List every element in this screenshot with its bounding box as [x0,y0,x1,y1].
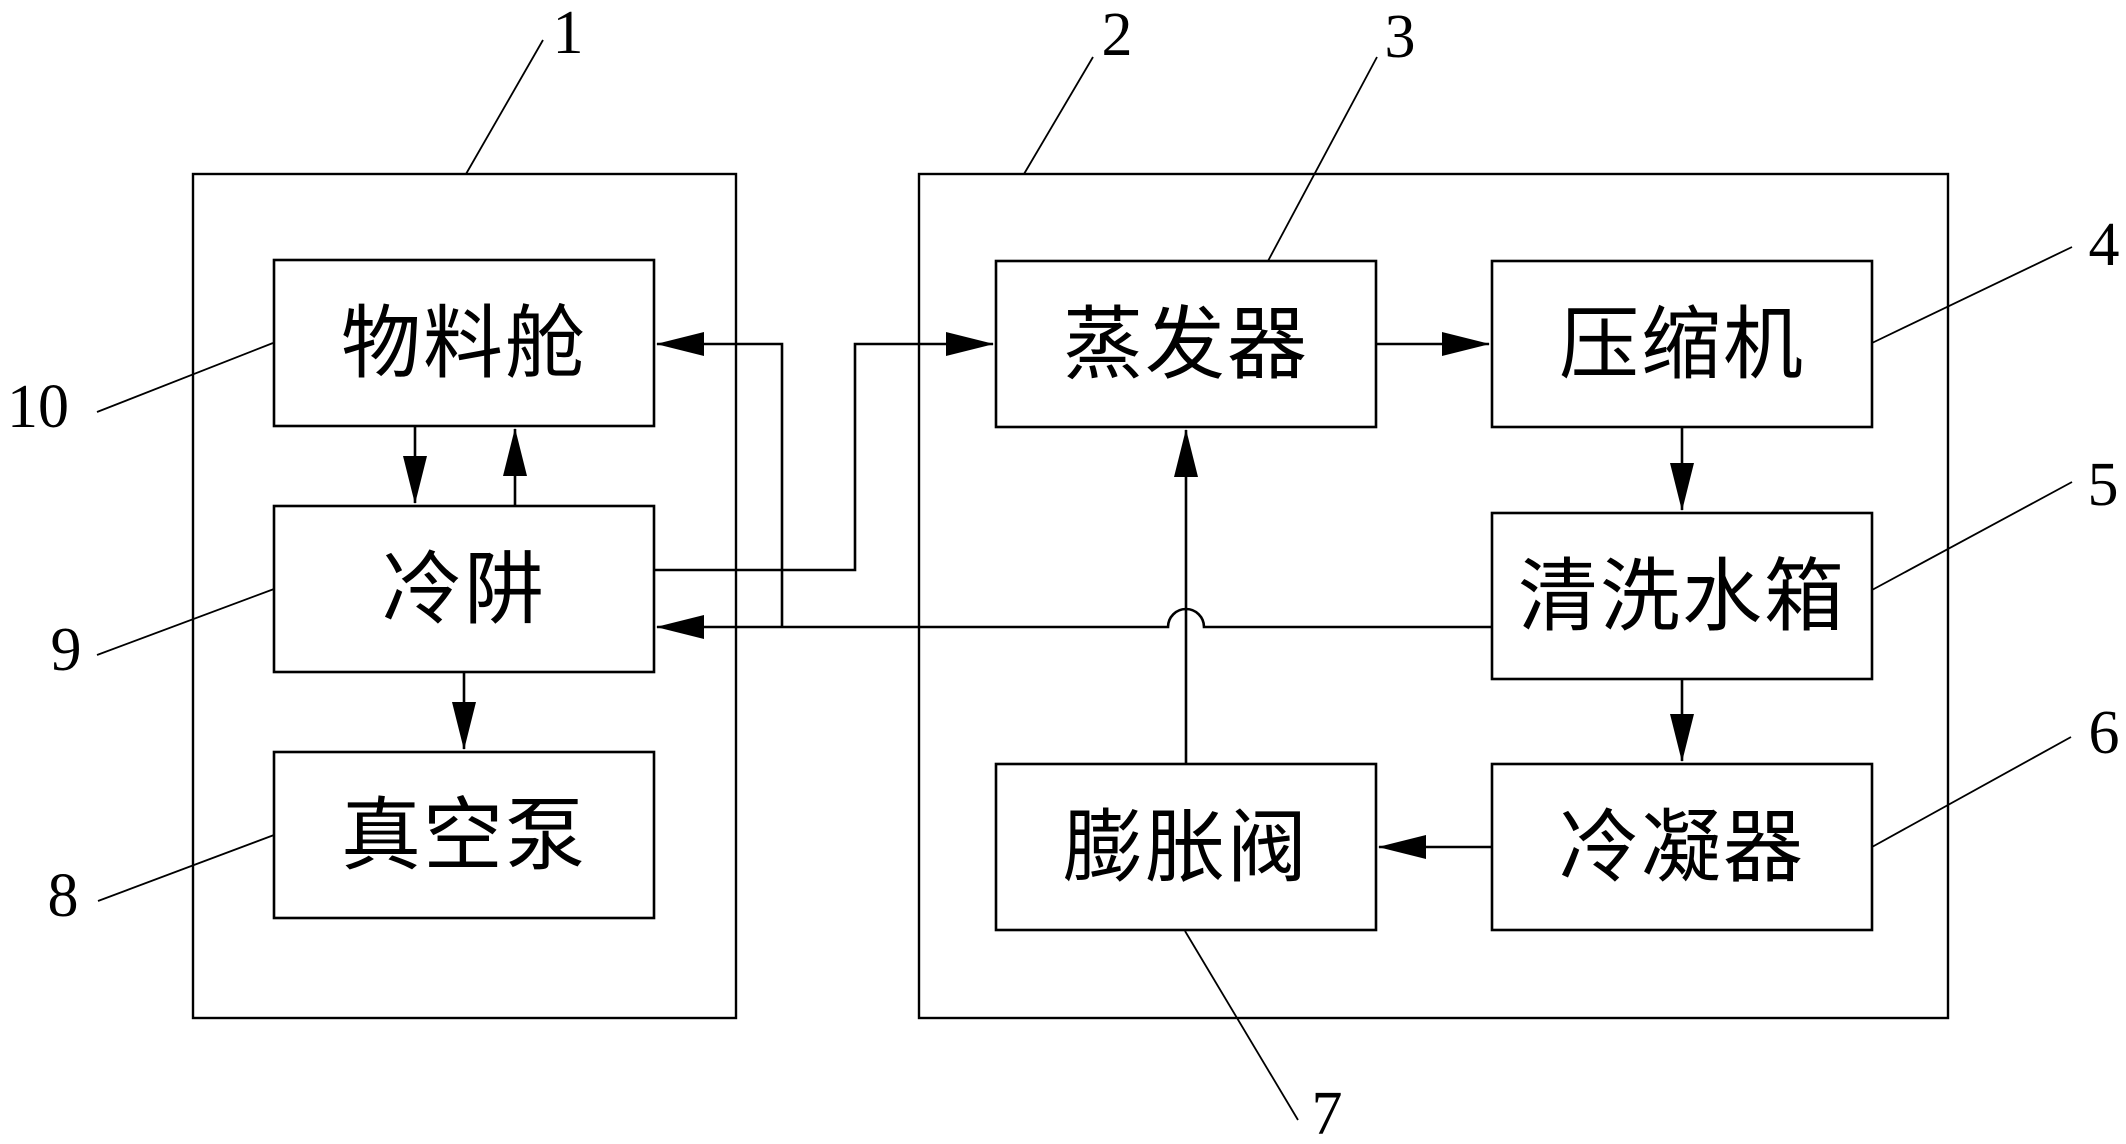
ref-number-1: 1 [553,0,584,67]
ref-number-10: 10 [7,373,69,441]
box-vacuum-pump [272,750,656,920]
ref-number-9: 9 [51,616,82,684]
label-cold-trap: 冷阱 [382,547,546,635]
ref-number-6: 6 [2089,699,2120,767]
container-right-unit [917,172,1950,1020]
ref-number-2: 2 [1102,1,1133,69]
box-compressor [1490,259,1874,429]
label-compressor: 压缩机 [1559,302,1805,390]
ref-number-8: 8 [48,862,79,930]
leader-ref-4 [1871,246,2073,344]
box-material-chamber [272,258,656,428]
container-left-unit [191,172,738,1020]
leader-ref-3 [1267,56,1378,262]
leader-ref-1 [465,39,544,175]
arrow-cleaning-water-tank-to-cold-trap [656,607,1492,639]
leader-ref-10 [96,342,274,413]
box-cold-trap [272,504,656,674]
label-expansion-valve: 膨胀阀 [1063,805,1309,893]
box-expansion-valve [994,762,1378,932]
label-condenser: 冷凝器 [1559,805,1805,893]
leader-ref-2 [1023,56,1094,175]
ref-number-7: 7 [1312,1080,1343,1144]
leader-ref-6 [1871,736,2072,848]
arrow-cold-trap-to-evaporator [654,332,994,572]
box-condenser [1490,762,1874,932]
leader-ref-9 [96,588,275,656]
label-evaporator: 蒸发器 [1063,302,1309,390]
label-vacuum-pump: 真空泵 [341,793,587,881]
arrow-branch-to-material-chamber [656,332,784,627]
leader-ref-7 [1184,930,1299,1121]
label-cleaning-water-tank: 清洗水箱 [1518,554,1846,642]
ref-number-5: 5 [2088,451,2119,519]
ref-number-4: 4 [2089,211,2120,279]
ref-number-3: 3 [1385,3,1416,71]
label-material-chamber: 物料舱 [341,301,587,389]
leader-ref-8 [97,834,275,902]
leader-ref-5 [1871,481,2073,591]
box-cleaning-water-tank [1490,511,1874,681]
box-evaporator [994,259,1378,429]
